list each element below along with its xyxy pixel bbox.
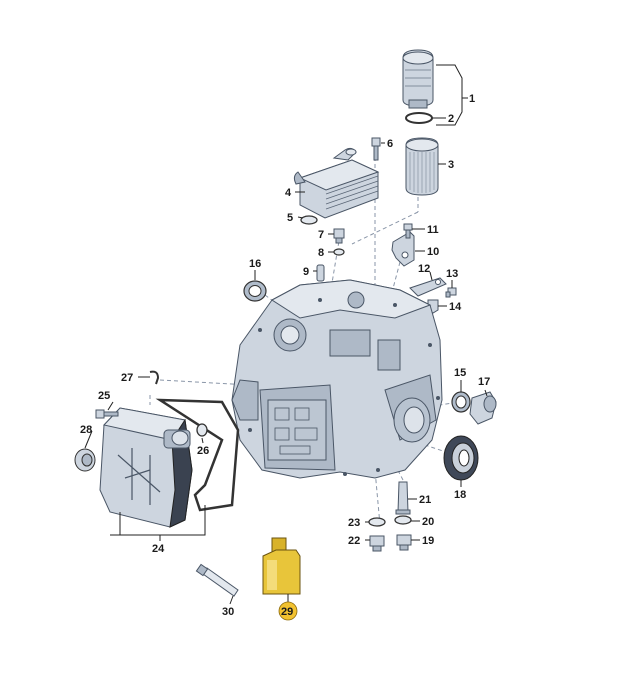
callout-24[interactable]: 24	[152, 543, 165, 555]
screw-plug[interactable]	[333, 228, 345, 244]
transmission-housing[interactable]	[231, 279, 443, 479]
filter-housing-cap[interactable]	[402, 49, 434, 109]
callout-20[interactable]: 20	[422, 516, 434, 528]
drive-flange-seal[interactable]	[443, 435, 479, 481]
callout-10[interactable]: 10	[427, 246, 439, 258]
callout-25[interactable]: 25	[98, 390, 110, 402]
callout-23[interactable]: 23	[348, 517, 360, 529]
callout-22[interactable]: 22	[348, 535, 360, 547]
callout-12[interactable]: 12	[418, 263, 430, 275]
plug-seal[interactable]	[333, 248, 345, 256]
callout-7[interactable]: 7	[318, 229, 324, 241]
callout-19[interactable]: 19	[422, 535, 434, 547]
leader-lines	[84, 64, 488, 605]
callout-9[interactable]: 9	[303, 266, 309, 278]
callout-13[interactable]: 13	[446, 268, 458, 280]
callout-29[interactable]: 29	[281, 606, 293, 618]
oil-pan-gasket[interactable]	[155, 398, 240, 512]
seal-ring-left[interactable]	[368, 517, 386, 527]
callout-26[interactable]: 26	[197, 445, 209, 457]
sensor-holder[interactable]	[409, 277, 447, 297]
callout-16[interactable]: 16	[249, 258, 261, 270]
callout-18[interactable]: 18	[454, 489, 466, 501]
seal-26[interactable]	[196, 423, 208, 437]
callout-labels: 1 2 3 4 5 6 7 8 9 10 11 12 13 14 15 16 1…	[80, 93, 490, 618]
flange-shaft[interactable]	[469, 391, 497, 425]
oil-pan[interactable]	[99, 407, 193, 528]
callout-1[interactable]: 1	[469, 93, 475, 105]
holder-bolt[interactable]	[445, 287, 457, 298]
oil-cooler[interactable]	[293, 147, 380, 219]
dowel-pin[interactable]	[316, 264, 325, 282]
callout-6[interactable]: 6	[387, 138, 393, 150]
callout-27[interactable]: 27	[121, 372, 133, 384]
callout-5[interactable]: 5	[287, 212, 293, 224]
bracket[interactable]	[391, 231, 415, 267]
overflow-tube[interactable]	[395, 481, 411, 515]
input-seal-ring[interactable]	[243, 280, 267, 302]
callout-28[interactable]: 28	[80, 424, 92, 436]
callout-29-highlight	[278, 601, 298, 621]
callout-11[interactable]: 11	[427, 224, 439, 236]
callout-4[interactable]: 4	[285, 187, 292, 199]
seal-ring-right[interactable]	[394, 515, 412, 525]
callout-3[interactable]: 3	[448, 159, 454, 171]
callout-17[interactable]: 17	[478, 376, 490, 388]
filter-element[interactable]	[405, 137, 439, 196]
sealant-tube[interactable]	[195, 563, 239, 597]
drain-plug-right[interactable]	[396, 534, 412, 551]
callout-15[interactable]: 15	[454, 367, 466, 379]
bracket-bolt[interactable]	[403, 223, 413, 239]
callout-8[interactable]: 8	[318, 247, 324, 259]
flange-seal-ring[interactable]	[451, 391, 471, 413]
retaining-clip[interactable]	[149, 370, 160, 385]
pan-bolt[interactable]	[95, 409, 119, 419]
callout-14[interactable]: 14	[449, 301, 462, 313]
o-ring-seal[interactable]	[405, 112, 433, 124]
callout-21[interactable]: 21	[419, 494, 431, 506]
drain-plug-left[interactable]	[369, 535, 385, 552]
cooler-seal[interactable]	[300, 215, 318, 225]
cover-cap[interactable]	[74, 448, 96, 472]
callout-30[interactable]: 30	[222, 606, 234, 618]
callout-2[interactable]: 2	[448, 113, 454, 125]
cooler-bolt[interactable]	[371, 137, 381, 161]
atf-oil-bottle[interactable]	[262, 537, 301, 595]
